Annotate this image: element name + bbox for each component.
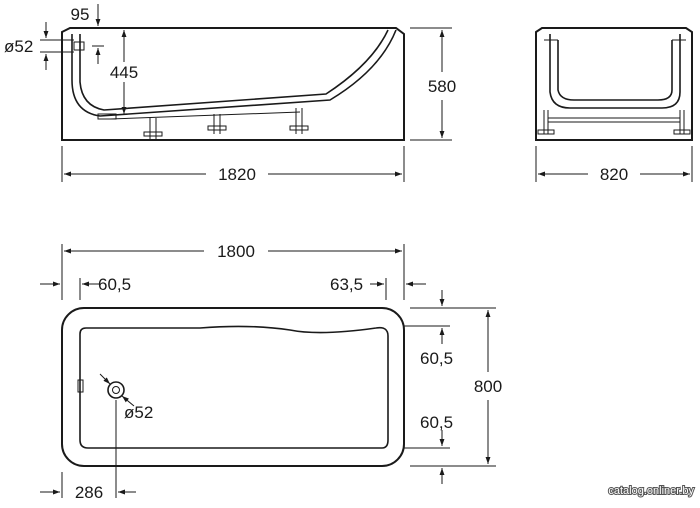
side-view-inner-basin [71, 29, 397, 117]
end-view-inner-basin-2 [557, 40, 673, 101]
drain-diameter-label: ø52 [124, 403, 153, 422]
top-view-inner-basin [79, 325, 389, 449]
bottom-drain [97, 113, 117, 120]
side-view-outer-shell [61, 27, 405, 141]
right-rim-label: 63,5 [330, 275, 363, 294]
end-view-legs [537, 110, 691, 135]
side-inner-height-label: 445 [110, 63, 138, 82]
bottom-rim-label: 60,5 [420, 413, 453, 432]
overflow-diameter-label: ø52 [4, 37, 33, 56]
side-height-label: 580 [428, 77, 456, 96]
end-view: 820 [535, 27, 693, 184]
top-view: ø52 1800 60,5 63,5 800 60,5 60,5 [40, 242, 502, 502]
side-length-label: 1820 [218, 165, 256, 184]
top-rim-label: 60,5 [420, 349, 453, 368]
top-view-outer-rim [61, 307, 405, 467]
top-view-overflow-slot [77, 379, 84, 393]
watermark: catalog.onliner.by [608, 485, 694, 497]
top-view-drain [99, 373, 135, 407]
overflow-offset-label: 95 [71, 5, 90, 24]
end-view-inner-basin [549, 34, 681, 109]
end-view-outer-shell [535, 27, 693, 141]
top-width-label: 800 [474, 377, 502, 396]
drain-offset-label: 286 [75, 483, 103, 502]
left-rim-label: 60,5 [98, 275, 131, 294]
side-view-inner-basin-2 [79, 29, 389, 111]
side-view: 1820 580 445 95 ø52 [4, 4, 456, 184]
end-width-label: 820 [600, 165, 628, 184]
overflow-fitting [73, 41, 85, 51]
top-inner-length-label: 1800 [217, 242, 255, 261]
side-view-legs [109, 108, 309, 140]
